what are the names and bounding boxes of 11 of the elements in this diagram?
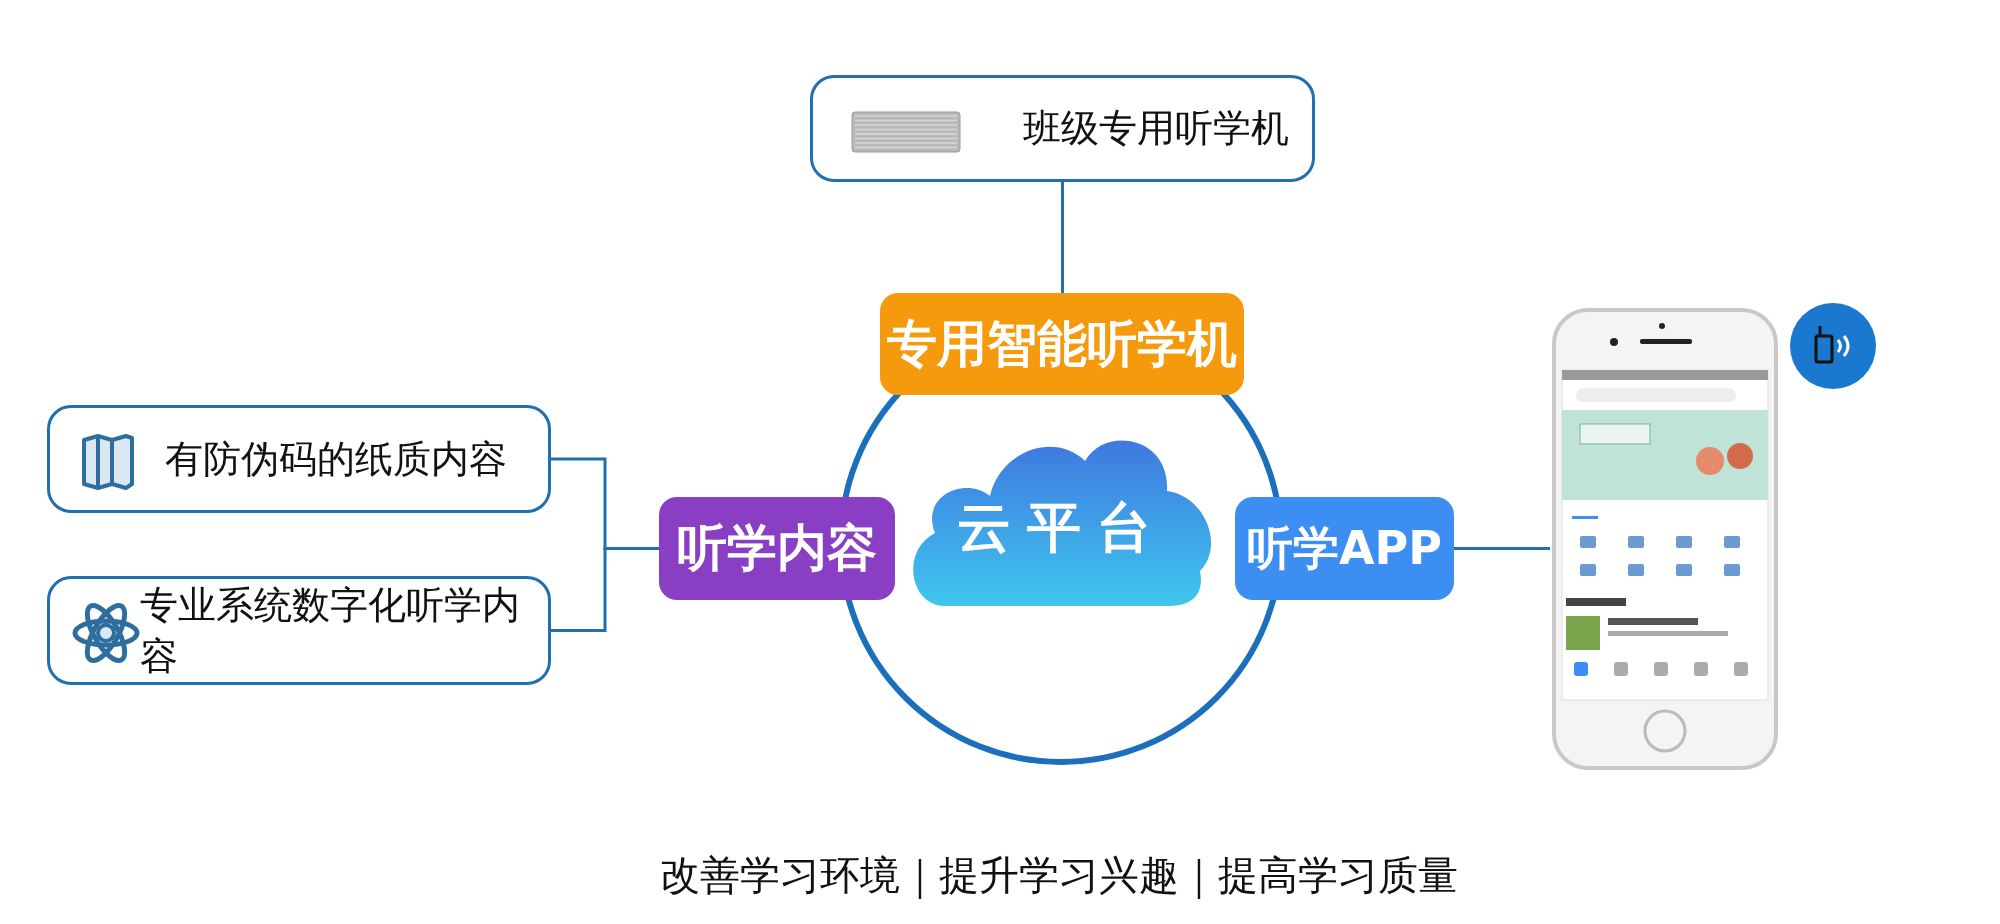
category-box: 听学APP (1235, 497, 1454, 600)
content-box: 专业系统数字化听学内容 (47, 576, 551, 685)
device-box: 班级专用听学机 (810, 75, 1315, 182)
slogan-text: 改善学习环境｜提升学习兴趣｜提高学习质量 (660, 852, 1458, 898)
connector-line (1454, 547, 1550, 550)
category-box: 听学内容 (659, 497, 895, 600)
connector-line (551, 547, 659, 632)
connector-line (1061, 182, 1064, 293)
phone-drawing (1550, 306, 1780, 772)
category-box: 专用智能听学机 (880, 293, 1244, 395)
content-box: 有防伪码的纸质内容 (47, 405, 551, 513)
